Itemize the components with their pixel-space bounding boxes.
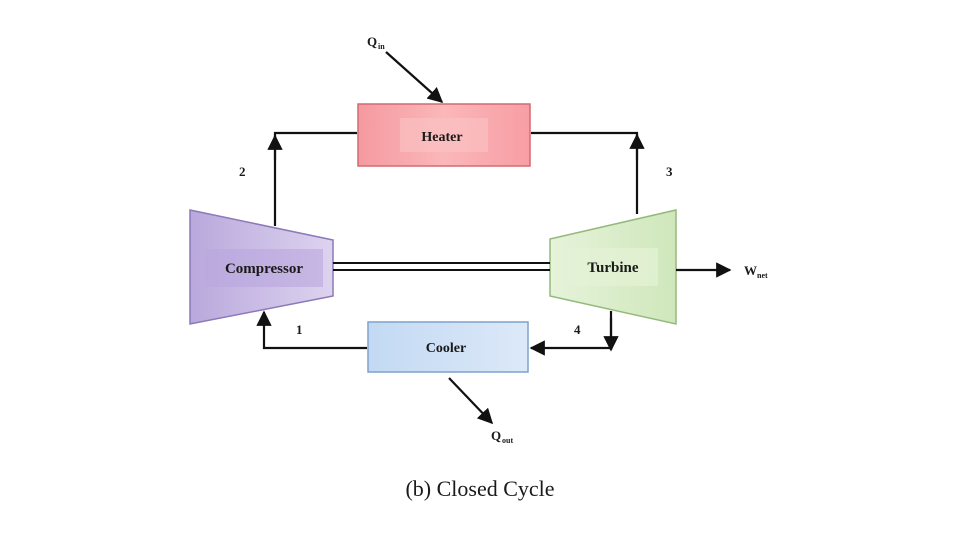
flow-line-2 [273,131,357,226]
turbine-block: Turbine [549,209,677,325]
compressor-block: Compressor [189,209,334,325]
cooler-label: Cooler [426,341,466,356]
q-in-subscript: in [378,42,385,51]
heat-in-arrow [385,51,444,104]
state-3-label: 3 [666,164,673,179]
flow-line-4 [529,311,613,356]
w-net-subscript: net [757,271,768,280]
q-out-label: Q out [491,428,513,445]
compressor-label: Compressor [225,261,303,277]
turbine-label: Turbine [587,260,638,276]
q-out-symbol: Q [491,428,501,443]
heater-block: Heater [357,103,531,167]
heater-label: Heater [421,130,462,145]
q-in-symbol: Q [367,34,377,49]
state-1-label: 1 [296,322,303,337]
state-4-label: 4 [574,322,581,337]
cooler-block: Cooler [367,321,529,373]
w-net-label: W net [744,263,768,280]
q-out-subscript: out [502,436,513,445]
flow-line-1 [256,310,367,350]
shaft [333,262,550,271]
heat-out-arrow [448,377,494,425]
flow-line-3 [531,131,639,214]
state-2-label: 2 [239,164,246,179]
w-net-symbol: W [744,263,757,278]
figure-caption: (b) Closed Cycle [405,476,554,501]
q-in-label: Q in [367,34,385,51]
